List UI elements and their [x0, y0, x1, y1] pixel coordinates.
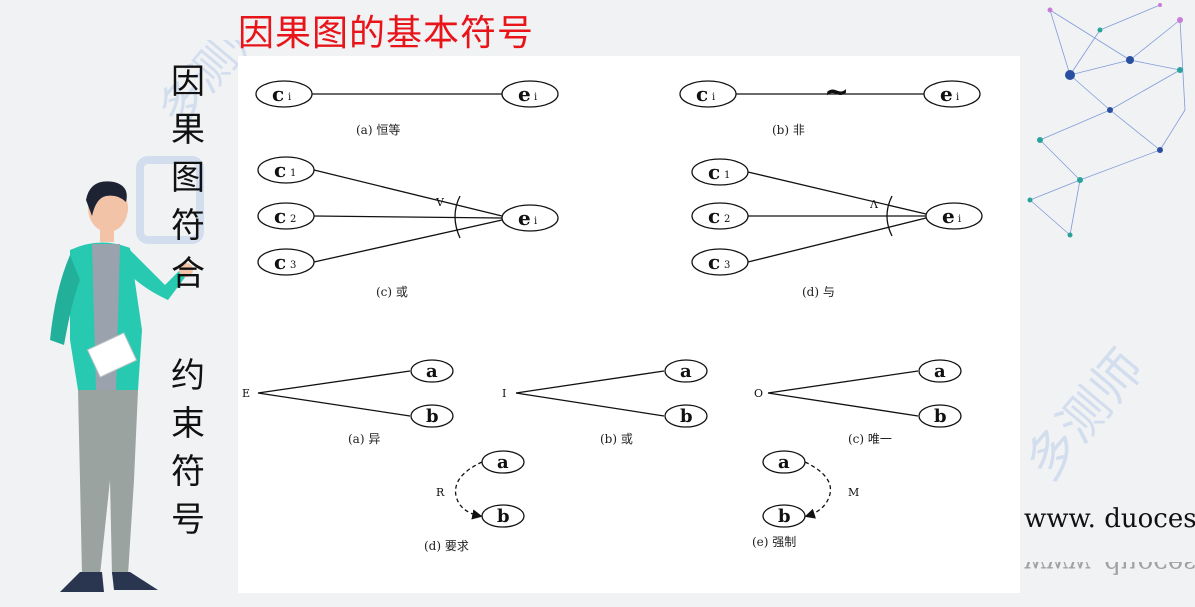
node-b: b	[778, 506, 791, 527]
node-b: b	[680, 406, 693, 427]
svg-text:多测师: 多测师	[1014, 339, 1155, 491]
label-ci: c	[272, 82, 284, 106]
node-a: a	[680, 361, 692, 382]
label-ei: e	[940, 82, 953, 106]
side-char: 因	[171, 62, 205, 102]
side-label-constraint-symbols: 约 束 符 号	[166, 352, 210, 544]
constraint-i: I	[502, 387, 506, 400]
label-c3: c	[708, 250, 720, 274]
label-c1-sub: 1	[290, 168, 296, 179]
node-b: b	[934, 406, 947, 427]
label-c1: c	[708, 160, 720, 184]
label-ei: e	[942, 204, 955, 228]
label-c2: c	[274, 204, 286, 228]
caption-requires: (d) 要求	[424, 539, 469, 553]
label-ci-sub: i	[712, 92, 715, 103]
node-b: b	[497, 506, 510, 527]
label-c3: c	[274, 250, 286, 274]
not-symbol: ~	[824, 75, 849, 110]
label-c1-sub: 1	[724, 170, 730, 181]
label-c2: c	[708, 204, 720, 228]
or-symbol: V	[435, 196, 445, 209]
watermark-logo-right: 多测师	[1014, 339, 1155, 491]
constraint-r: R	[436, 486, 445, 499]
side-char: 果	[171, 110, 205, 150]
caption-and: (d) 与	[802, 285, 835, 299]
and-symbol: Λ	[869, 198, 879, 211]
label-ei-sub: i	[956, 92, 959, 103]
constraint-m: M	[848, 486, 859, 499]
label-ei: e	[518, 82, 531, 106]
caption-exclusive: (a) 异	[348, 432, 380, 446]
caption-not: (b) 非	[772, 123, 805, 137]
presenter-illustration	[50, 181, 193, 592]
site-url: www. duocesh	[1024, 504, 1195, 534]
label-c3-sub: 3	[290, 260, 296, 271]
label-ei-sub: i	[958, 214, 961, 225]
label-ci-sub: i	[288, 92, 291, 103]
side-char: 束	[171, 404, 205, 444]
cause-effect-diagram-panel: c i e i c i e i ~ c 1 c 2 c 3 e i V c 1 …	[238, 56, 1020, 593]
slide-title: 因果图的基本符号	[238, 13, 535, 54]
label-c2-sub: 2	[724, 214, 730, 225]
node-ei-not	[923, 80, 981, 108]
label-c3-sub: 3	[724, 260, 730, 271]
label-ei-sub: i	[534, 216, 537, 227]
side-char: 符	[171, 206, 205, 246]
node-b: b	[426, 406, 439, 427]
side-char: 图	[171, 158, 205, 198]
node-a: a	[426, 361, 438, 382]
node-ei	[501, 80, 559, 108]
node-a: a	[778, 452, 790, 473]
network-decoration	[1027, 3, 1186, 238]
caption-one-only: (c) 唯一	[848, 432, 892, 446]
side-char: 约	[171, 356, 205, 396]
label-ei-sub: i	[534, 92, 537, 103]
caption-inclusive: (b) 或	[600, 432, 633, 446]
caption-identity: (a) 恒等	[356, 123, 400, 137]
side-label-cause-effect-symbols: 因 果 图 符 合	[166, 58, 210, 298]
constraint-o: O	[754, 387, 763, 400]
side-char: 号	[171, 500, 205, 540]
label-ei: e	[518, 206, 531, 230]
constraint-e: E	[242, 387, 250, 400]
side-char: 合	[171, 254, 205, 294]
label-c1: c	[274, 158, 286, 182]
caption-or: (c) 或	[376, 285, 408, 299]
side-char: 符	[171, 452, 205, 492]
node-a: a	[934, 361, 946, 382]
label-ci: c	[696, 82, 708, 106]
node-a: a	[497, 452, 509, 473]
cause-effect-diagram: c i e i c i e i ~ c 1 c 2 c 3 e i V c 1 …	[242, 75, 983, 553]
caption-masks: (e) 强制	[752, 535, 796, 549]
site-url-reflection: www. duocesh	[1024, 562, 1195, 578]
label-c2-sub: 2	[290, 214, 296, 225]
